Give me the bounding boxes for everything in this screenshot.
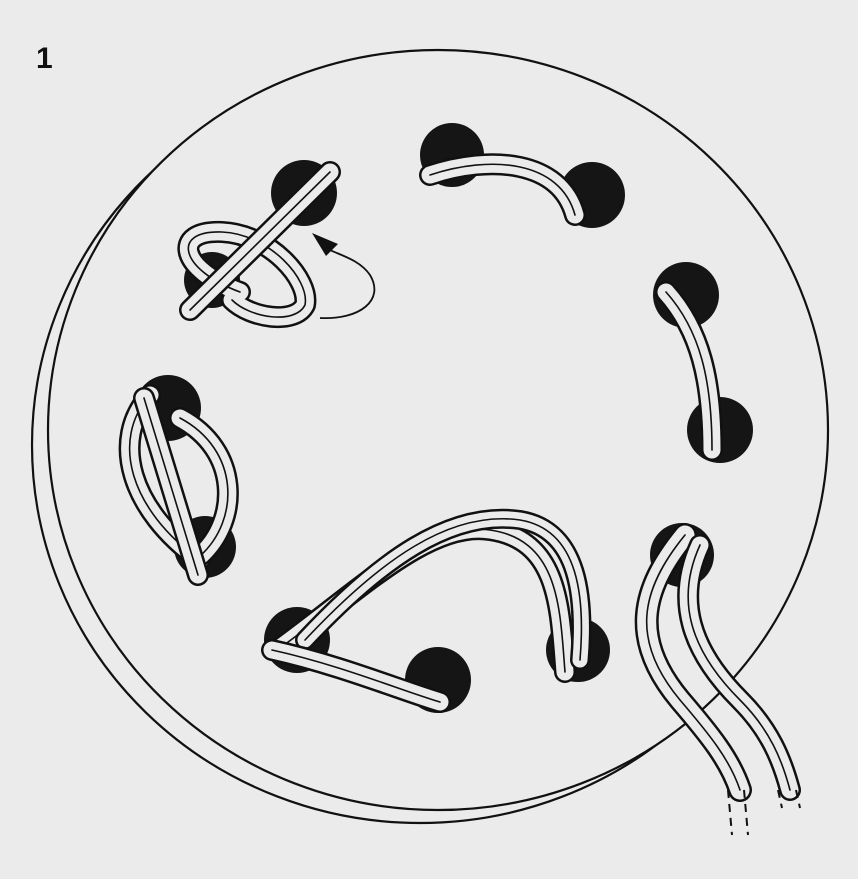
diagram-canvas: 1: [0, 0, 858, 879]
knot-diagram: [0, 0, 858, 879]
